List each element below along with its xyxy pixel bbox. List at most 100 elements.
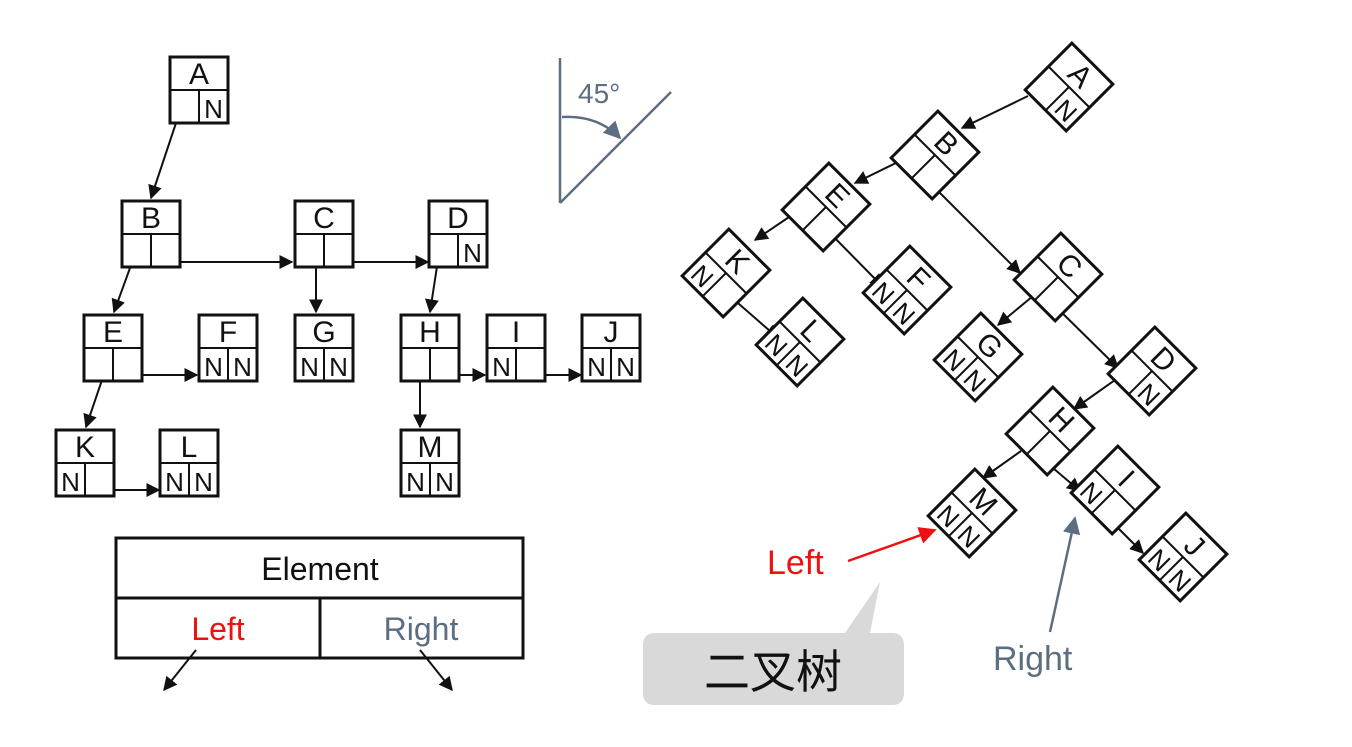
node-pointer-divider (701, 272, 727, 298)
left-tree-node-h: H (399, 313, 461, 383)
edge-b-c-rotated (931, 184, 1021, 274)
node-right-pointer: N (463, 238, 482, 268)
node-element-label: A (189, 58, 209, 91)
subtitle-bubble-shape (643, 582, 904, 705)
legend-right-label: Right (384, 611, 459, 647)
edge-a-b (148, 116, 179, 200)
node-element-label: L (181, 431, 198, 464)
left-tree-node-a: AN (168, 55, 230, 125)
node-element-label: G (312, 316, 335, 349)
right-tree-node-i: IN (1069, 444, 1161, 536)
right-tree-node-f: FNN (861, 244, 953, 336)
node-pointer-divider (953, 356, 979, 382)
node-element-label: J (604, 316, 619, 349)
node-pointer-divider (1158, 556, 1184, 582)
left-tree-node-d: DN (427, 199, 489, 269)
left-tree-node-k: KN (54, 428, 116, 498)
node-left-pointer: N (300, 352, 319, 382)
node-element-label: B (141, 202, 161, 235)
node-pointer-divider (801, 206, 827, 232)
left-tree-node-b: B (120, 199, 182, 269)
legend-element-label: Element (261, 551, 379, 587)
left-tree-node-e: E (82, 313, 144, 383)
node-divider (1093, 468, 1137, 512)
node-right-pointer: N (329, 352, 348, 382)
node-element-label: E (103, 316, 123, 349)
subtitle-bubble: 二叉树 (643, 582, 904, 705)
legend-right-pointer (419, 649, 453, 692)
right-tree-node-d: DN (1106, 325, 1198, 417)
node-pointer-divider (1127, 370, 1153, 396)
node-divider (1161, 535, 1205, 579)
callout-right-arrow (1048, 516, 1081, 633)
node-pointer-divider (1090, 489, 1116, 515)
callout-left-label: Left (767, 544, 824, 582)
legend-box: Element Left Right (114, 536, 525, 692)
node-element-label: I (512, 316, 520, 349)
legend-left-label: Left (191, 611, 244, 647)
right-tree-node-h: H (1004, 385, 1096, 477)
node-right-pointer: N (204, 94, 223, 124)
node-right-pointer: N (233, 352, 252, 382)
node-left-pointer: N (61, 467, 80, 497)
node-element-label: C (313, 202, 335, 235)
edge-b-e-rotated (853, 159, 903, 184)
node-divider (804, 185, 848, 229)
node-element-label: H (419, 316, 441, 349)
right-tree-node-l: LNN (754, 296, 846, 388)
edge-d-h (424, 259, 439, 314)
node-pointer-divider (947, 512, 973, 538)
node-left-pointer: N (406, 467, 425, 497)
node-pointer-divider (910, 154, 936, 180)
angle-figure (558, 58, 672, 204)
edge-b-e (111, 267, 131, 314)
subtitle-text: 二叉树 (704, 646, 842, 698)
right-tree-node-g: GNN (932, 311, 1024, 403)
node-right-pointer: N (194, 467, 213, 497)
node-pointer-divider (1044, 86, 1070, 112)
node-left-pointer: N (492, 352, 511, 382)
node-element-label: F (219, 316, 237, 349)
left-tree-node-c: C (293, 199, 355, 269)
node-element-label: M (418, 431, 443, 464)
right-tree-node-m: MNN (926, 467, 1018, 559)
node-left-pointer: N (204, 352, 223, 382)
right-tree-node-j: JNN (1137, 511, 1229, 603)
right-tree-node-a: AN (1023, 41, 1115, 133)
right-tree-node-e: E (780, 161, 872, 253)
callout-right-label: Right (993, 640, 1073, 678)
legend-left-pointer (163, 649, 197, 692)
angle-label: 45° (578, 78, 620, 109)
node-pointer-divider (882, 289, 908, 315)
node-divider (1028, 409, 1072, 453)
edge-a-b-rotated (960, 95, 1029, 129)
node-element-label: D (447, 202, 469, 235)
node-divider (913, 133, 957, 177)
edge-d-h-rotated (1072, 379, 1116, 410)
node-pointer-divider (1033, 276, 1059, 302)
edge-h-m-rotated (981, 450, 1022, 479)
node-element-label: K (75, 431, 95, 464)
right-tree-node-k: KN (680, 227, 772, 319)
node-divider (885, 268, 929, 312)
node-pointer-divider (775, 341, 801, 367)
edge-e-k (83, 379, 103, 429)
left-tree-node-i: IN (485, 313, 547, 383)
node-left-pointer: N (165, 467, 184, 497)
angle-diagonal-line (559, 91, 672, 204)
right-tree-node-b: B (889, 109, 981, 201)
right-tree-node-c: C (1012, 231, 1104, 323)
callout-left-arrow (847, 527, 937, 563)
node-right-pointer: N (435, 467, 454, 497)
edge-c-g-rotated (996, 295, 1034, 326)
node-right-pointer: N (616, 352, 635, 382)
node-pointer-divider (1025, 430, 1051, 456)
